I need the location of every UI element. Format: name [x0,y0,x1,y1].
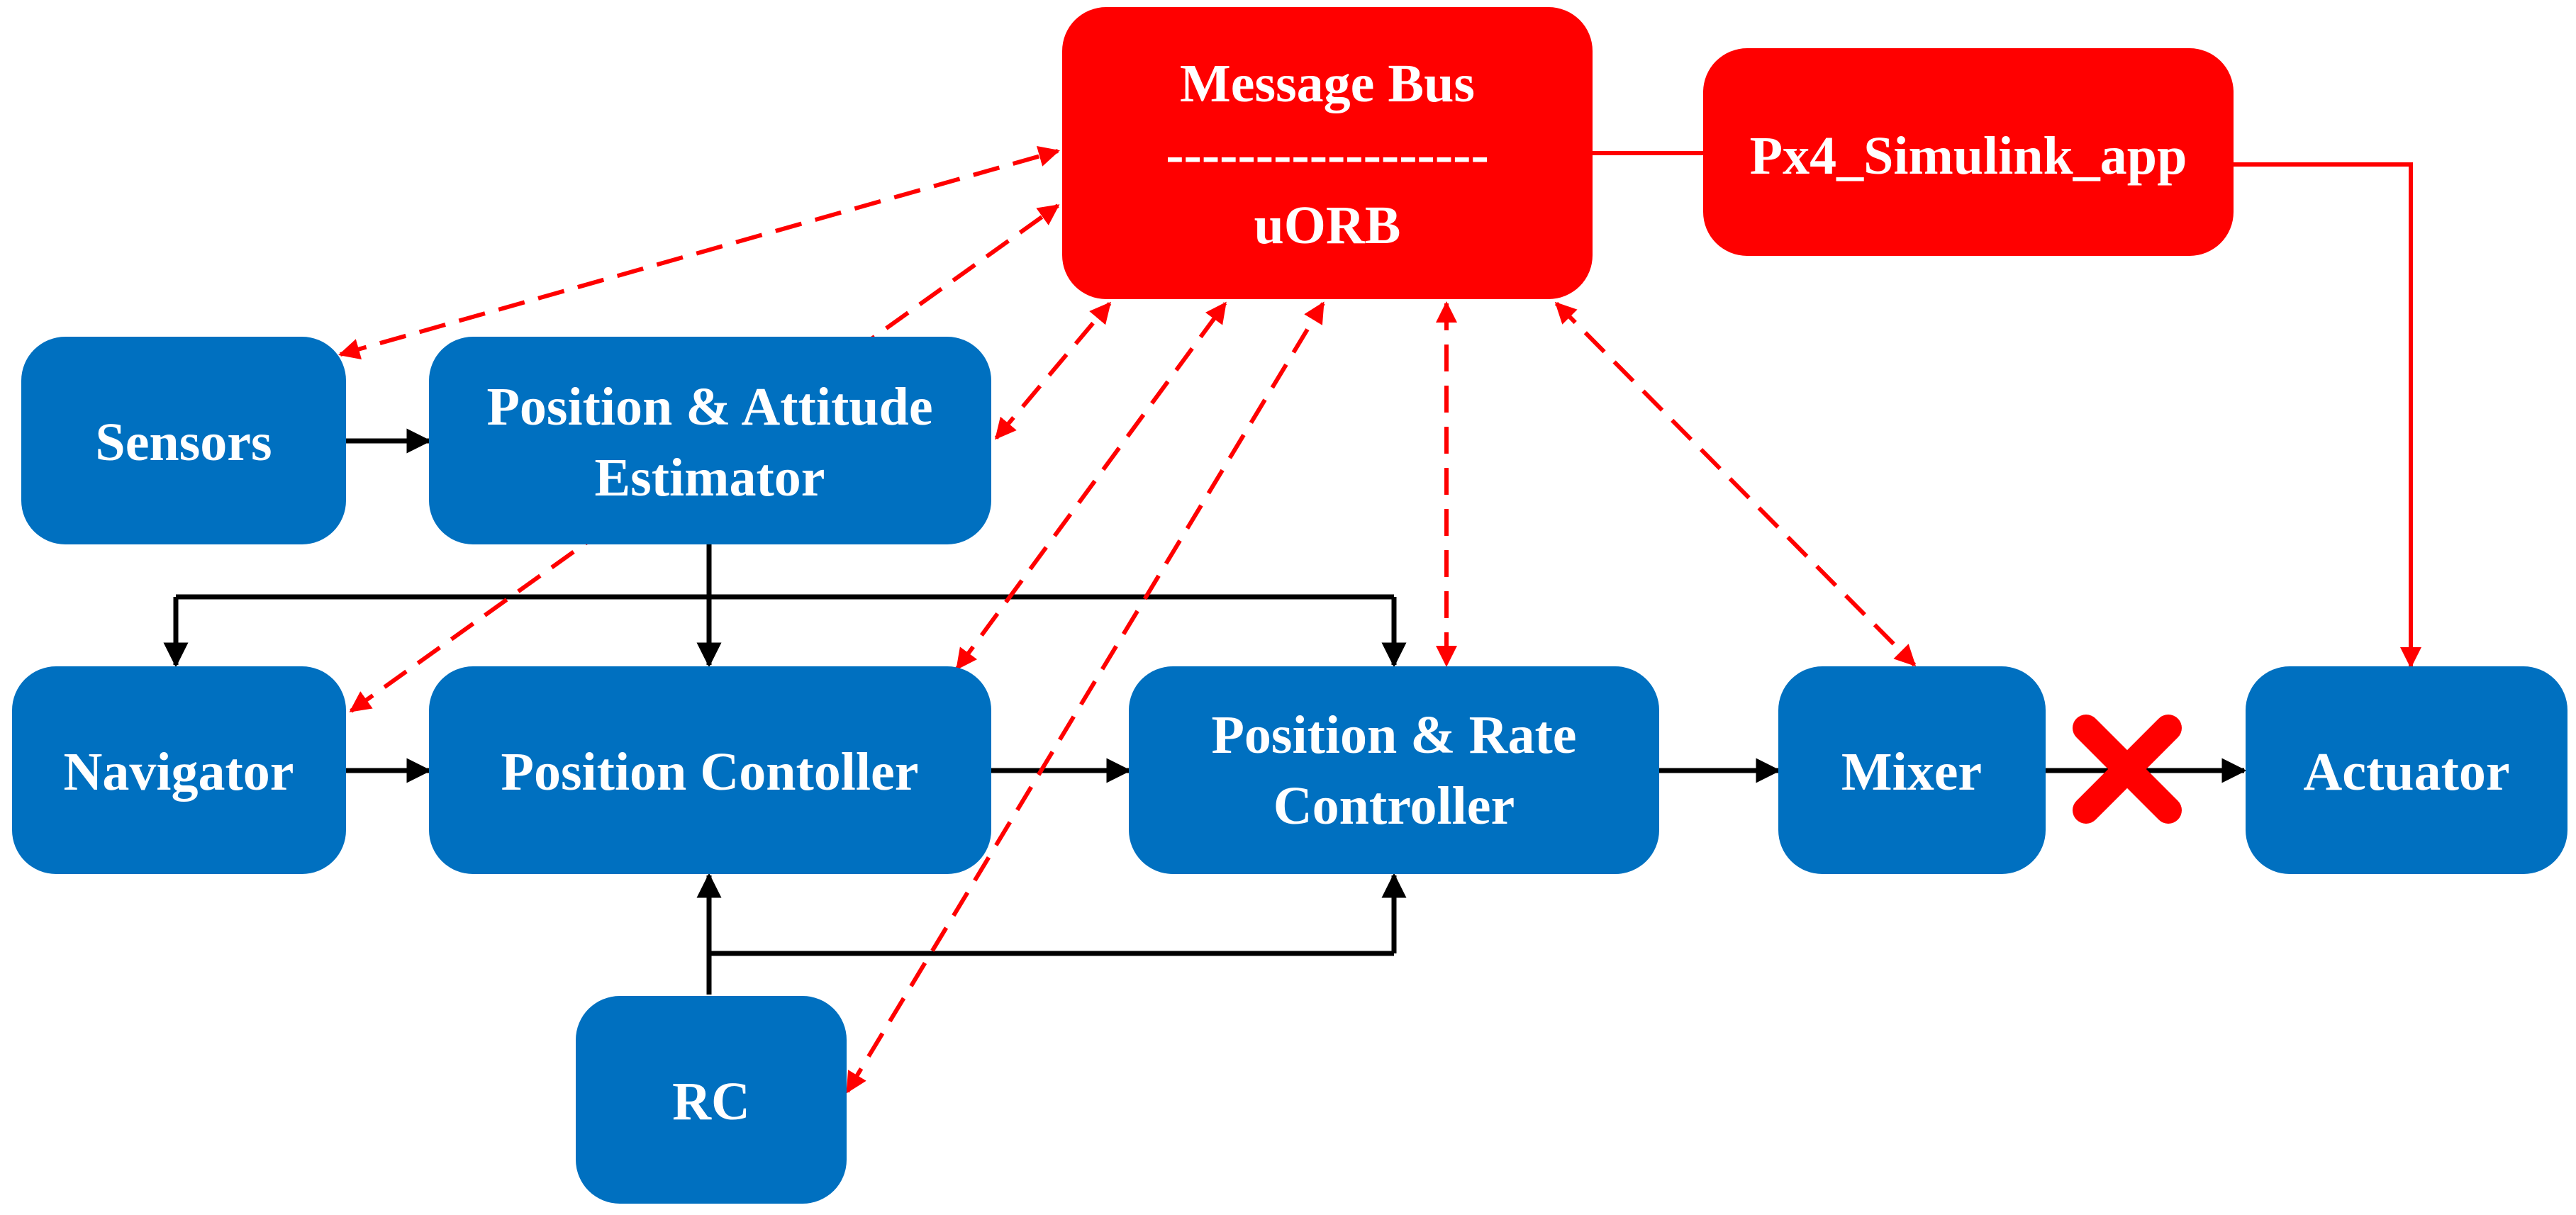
estimator-label-line2: Estimator [594,448,825,508]
rate-controller-label-line2: Controller [1273,776,1515,836]
node-mixer: Mixer [1778,666,2046,874]
red-solid-links [1593,151,2421,668]
message-bus-subtitle: uORB [1254,196,1401,255]
estimator-label-line1: Position & Attitude [486,377,932,437]
position-controller-label: Position Contoller [501,742,919,802]
uorb-link-mixer [1554,301,1917,667]
node-estimator: Position & Attitude Estimator [429,337,991,544]
px4-app-label: Px4_Simulink_app [1750,126,2187,186]
message-bus-title: Message Bus [1180,54,1475,113]
sensors-label: Sensors [95,413,272,472]
node-sensors: Sensors [21,337,346,544]
mixer-label: Mixer [1841,742,1982,802]
node-actuator: Actuator [2246,666,2567,874]
navigator-label: Navigator [63,742,294,802]
node-px4-simulink-app: Px4_Simulink_app [1703,48,2234,256]
link-px4app-to-actuator [2234,162,2421,668]
actuator-label: Actuator [2303,742,2509,802]
uorb-link-sensors [338,145,1060,360]
uorb-link-estimator [994,301,1112,440]
node-message-bus: Message Bus ------------------ uORB [1062,7,1593,299]
uorb-link-rc [845,301,1325,1094]
node-rc: RC [576,996,847,1204]
x-mark-icon [2073,715,2182,824]
rate-controller-label-line1: Position & Rate [1211,705,1576,765]
node-navigator: Navigator [12,666,346,874]
rc-label: RC [672,1072,750,1131]
uorb-link-position-controller [955,301,1227,671]
node-position-controller: Position Contoller [429,666,991,874]
message-bus-divider: ------------------ [1166,125,1489,184]
node-rate-controller: Position & Rate Controller [1129,666,1659,874]
